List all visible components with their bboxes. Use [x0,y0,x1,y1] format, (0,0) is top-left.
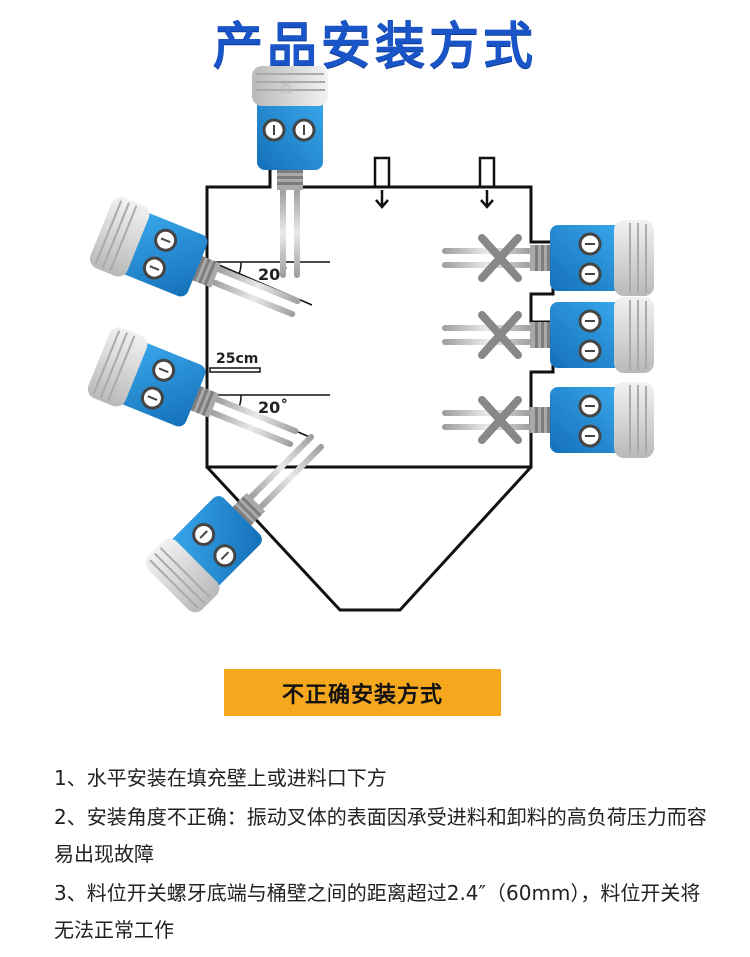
brand-mark: 淼 [280,80,292,95]
hopper-outline [205,465,533,612]
inlet-pipe-2 [478,156,496,209]
cross-mark-2 [482,315,518,355]
distance-label: 25cm [216,351,258,367]
note-item-1: 1、水平安装在填充壁上或进料口下方 [54,766,387,790]
switch-right-2 [440,295,656,375]
distance-marker [209,367,261,373]
angle-label-bottom: 20˚ [258,398,288,417]
note-item-2: 2、安装角度不正确：振动叉体的表面因承受进料和卸料的高负荷压力而容易出现故障 [54,805,707,866]
switch-top-vertical [250,64,330,280]
inlet-pipe-1 [373,156,391,209]
installation-diagram: 20˚ 20˚ 25cm 淼 [83,64,656,619]
cross-mark-3 [482,400,518,440]
cross-mark-1 [482,238,518,278]
note-item-3: 3、料位开关螺牙底端与桶壁之间的距离超过2.4″（60mm），料位开关将无法正常… [54,881,701,942]
switch-right-3 [440,380,656,460]
page-title: 产品安装方式 [213,17,537,75]
switch-hopper [139,411,347,619]
notes-list: 1、水平安装在填充壁上或进料口下方 2、安装角度不正确：振动叉体的表面因承受进料… [54,760,714,951]
switch-right-1 [440,218,656,298]
incorrect-installation-badge: 不正确安装方式 [224,669,501,716]
